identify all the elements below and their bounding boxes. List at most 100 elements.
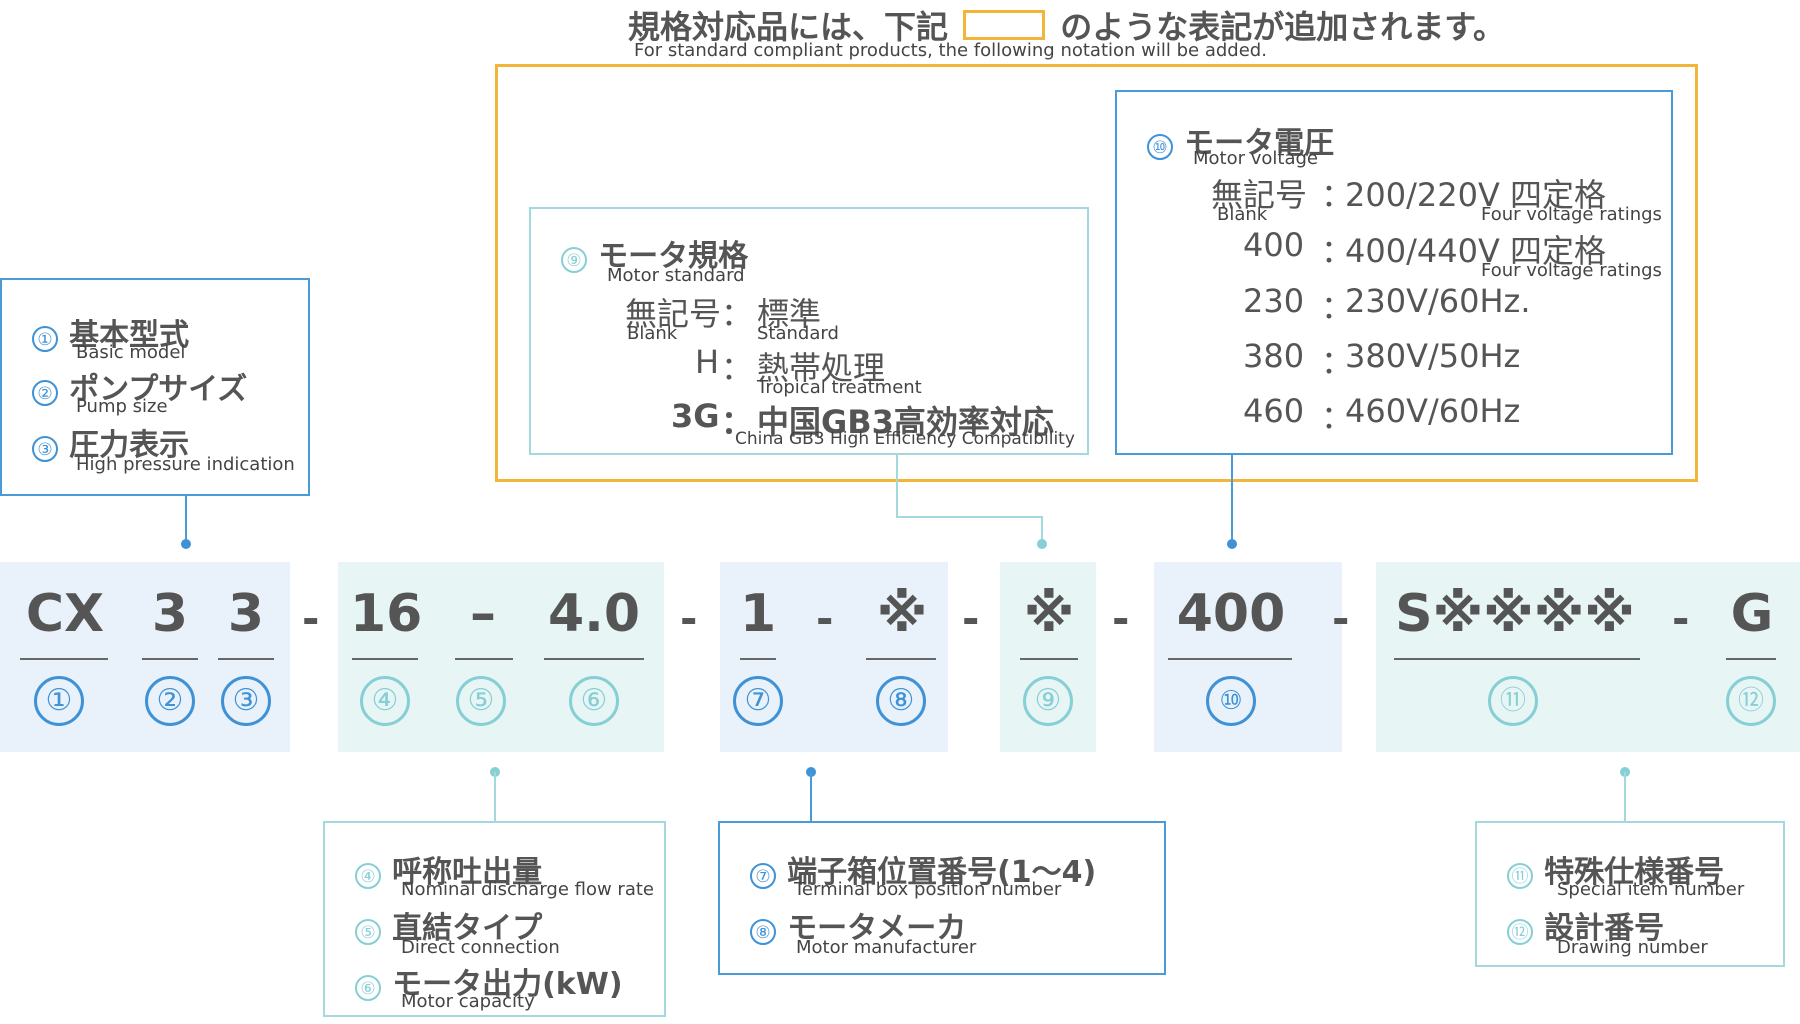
code-underline (352, 658, 418, 660)
position-number-4: ④ (360, 676, 410, 726)
connector-motor-standard (896, 455, 898, 517)
mv-row4-code: 460 (1243, 392, 1305, 430)
legend-basic-item-1-ja: ポンプサイズ (69, 372, 248, 407)
header-title: 規格対応品には、下記 のような表記が追加されます。 (628, 2, 1505, 46)
code-part-10: 400 (1176, 584, 1286, 644)
mv-row1-val-en: Four voltage ratings (1481, 260, 1662, 281)
legend-flow-item-2-en: Motor capacity (401, 991, 535, 1012)
legend-terminal-item-1-ja: モータメーカ (787, 911, 967, 946)
ms-row2-val: 中国GB3高効率対応 (757, 403, 1054, 441)
motor-voltage-title: モータ電圧 (1184, 126, 1335, 161)
code-part-12: G (1730, 584, 1774, 644)
standard-compliant-frame (495, 64, 1698, 482)
motor-standard-title: モータ規格 (598, 239, 749, 274)
mv-row1-sep: ： (1321, 232, 1354, 270)
code-underline (20, 658, 108, 660)
position-number-10: ⑩ (1206, 676, 1256, 726)
circled-number-icon: ④ (355, 863, 381, 889)
ms-row0-sep: ： (721, 295, 754, 333)
legend-special-item-1-en: Drawing number (1557, 937, 1708, 958)
code-underline (142, 658, 198, 660)
mv-row0-val: 200/220V 四定格 (1345, 176, 1607, 214)
position-number-1: ① (34, 676, 84, 726)
ms-row2-val-en: China GB3 High Efficiency Compatibility (735, 429, 1075, 449)
segment-motor-voltage (1154, 562, 1342, 752)
motor-voltage-heading: ⑩ モータ電圧 (1147, 118, 1334, 162)
motor-standard-title-en: Motor standard (607, 265, 745, 286)
legend-basic-item-0-en: Basic model (76, 342, 186, 363)
mv-row2-sep: ： (1321, 288, 1354, 326)
legend-flow-item-2: ⑥ モータ出力(kW) (355, 959, 623, 1003)
code-part-5: – (470, 584, 496, 644)
motor-voltage-box: ⑩ モータ電圧 Motor voltage 無記号 Blank ： 200/22… (1115, 90, 1673, 455)
mv-row3-code: 380 (1243, 337, 1305, 375)
mv-row4-sep: ： (1321, 398, 1354, 436)
legend-basic-item-2-ja: 圧力表示 (69, 428, 190, 463)
code-underline (455, 658, 513, 660)
code-underline (544, 658, 644, 660)
legend-basic-item-2-en: High pressure indication (76, 454, 295, 475)
legend-basic-item-0: ① 基本型式 (32, 310, 189, 354)
code-part-7: 1 (740, 584, 777, 644)
code-part-8: ※ (876, 584, 928, 644)
motor-voltage-title-en: Motor voltage (1193, 148, 1318, 169)
legend-flow-item-1-ja: 直結タイプ (392, 911, 543, 946)
legend-basic-item-1-en: Pump size (76, 396, 168, 417)
connector-special (1624, 772, 1626, 822)
circled-number-icon: ⑫ (1507, 919, 1533, 945)
position-number-11: ⑪ (1488, 676, 1538, 726)
header-subtitle: For standard compliant products, the fol… (634, 40, 1267, 61)
legend-flow-item-0-ja: 呼称吐出量 (392, 855, 543, 890)
code-underline (1726, 658, 1776, 660)
code-dash: - (816, 594, 834, 643)
segment-special (1376, 562, 1800, 752)
position-number-12: ⑫ (1726, 676, 1776, 726)
code-underline (1168, 658, 1292, 660)
code-underline (740, 658, 776, 660)
position-number-8: ⑧ (876, 676, 926, 726)
legend-basic-item-1: ② ポンプサイズ (32, 364, 247, 408)
mv-row1-code: 400 (1243, 226, 1305, 264)
code-underline (1020, 658, 1078, 660)
legend-flow-box: ④ 呼称吐出量 Nominal discharge flow rate ⑤ 直結… (323, 821, 666, 1017)
mv-row2-code: 230 (1243, 282, 1305, 320)
ms-row1-code: H (695, 343, 720, 381)
code-underline (866, 658, 936, 660)
code-part-9: ※ (1023, 584, 1075, 644)
code-part-3: 3 (227, 584, 265, 644)
legend-flow-item-1: ⑤ 直結タイプ (355, 903, 542, 947)
code-dash: - (1332, 594, 1350, 643)
ms-row1-sep: ： (721, 349, 754, 387)
legend-terminal-item-0-en: Terminal box position number (794, 879, 1062, 900)
ms-row0-val-en: Standard (757, 323, 839, 344)
connector-motor-voltage (1231, 455, 1233, 541)
code-part-2: 3 (151, 584, 189, 644)
motor-standard-box: ⑨ モータ規格 Motor standard 無記号 Blank ： 標準 St… (529, 207, 1089, 455)
code-part-6: 4.0 (547, 584, 641, 644)
ms-row0-val: 標準 (757, 295, 822, 333)
legend-basic-item-2: ③ 圧力表示 (32, 420, 189, 464)
position-number-2: ② (145, 676, 195, 726)
mv-row1-val: 400/440V 四定格 (1345, 232, 1607, 270)
legend-terminal-item-0-ja: 端子箱位置番号(1～4) (787, 855, 1097, 890)
legend-basic-box: ① 基本型式 Basic model ② ポンプサイズ Pump size ③ … (0, 278, 310, 496)
position-number-7: ⑦ (733, 676, 783, 726)
legend-flow-item-2-ja: モータ出力(kW) (392, 967, 623, 1002)
mv-row3-val: 380V/50Hz (1345, 337, 1521, 375)
connector-flow (494, 772, 496, 822)
legend-basic-item-0-ja: 基本型式 (69, 318, 190, 353)
mv-row0-val-en: Four voltage ratings (1481, 204, 1662, 225)
circled-number-icon: ⑤ (355, 919, 381, 945)
position-number-5: ⑤ (456, 676, 506, 726)
ms-row0-code: 無記号 (625, 295, 722, 333)
circled-number-icon: ⑨ (561, 247, 587, 273)
connector-basic (185, 496, 187, 542)
ms-row1-val: 熱帯処理 (757, 349, 886, 387)
connector-dot (181, 539, 191, 549)
code-part-11: S※※※※ (1395, 584, 1635, 644)
ms-row1-val-en: Tropical treatment (757, 377, 922, 398)
legend-flow-item-1-en: Direct connection (401, 937, 560, 958)
ms-row2-sep: ： (721, 403, 754, 441)
connector-dot (1037, 539, 1047, 549)
code-part-1: CX (25, 584, 105, 644)
